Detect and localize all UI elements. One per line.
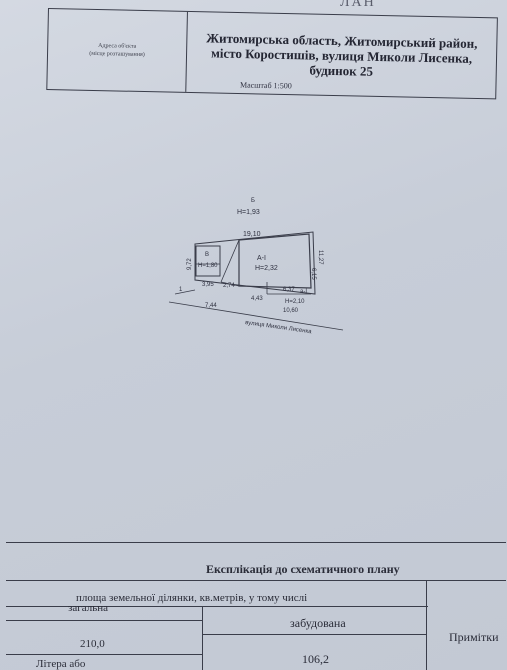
street-line-2 — [174, 289, 196, 295]
building-b-diagonal — [220, 239, 240, 283]
dim-top: 19,10 — [243, 231, 261, 238]
street-label: вулиця Миколи Лисенка — [245, 320, 313, 335]
expl-title: Експлікація до схематичного плану — [206, 562, 400, 576]
built-value: 106,2 — [302, 652, 329, 666]
label-b-height: Н=1,93 — [237, 209, 260, 216]
label-a1-small: а-І — [300, 289, 307, 295]
explication-table: Експлікація до схематичного плану площа … — [6, 540, 506, 670]
plot-boundary — [194, 231, 316, 295]
address-label-note: (місце розташування) — [89, 50, 145, 59]
col-notes-header: Примітки — [449, 630, 499, 644]
expl-line-5 — [202, 634, 426, 635]
label-b: Б — [251, 198, 255, 204]
expl-subtitle: площа земельної ділянки, кв.метрів, у то… — [76, 592, 308, 604]
total-value: 210,0 — [80, 638, 105, 650]
expl-top-border — [6, 542, 506, 543]
dim-right-b: 11,27 — [317, 250, 323, 265]
col-total-header: загальна — [68, 602, 108, 614]
dim-443: 4,43 — [251, 296, 263, 302]
header-strip: ЛАН — [340, 0, 376, 8]
building-b-base — [220, 281, 240, 287]
label-a1-height: Н=2,32 — [255, 265, 278, 272]
expl-col-divider — [202, 606, 203, 670]
dim-1060: 10,60 — [283, 308, 299, 314]
expl-line-6 — [6, 654, 202, 655]
label-v: В — [205, 252, 209, 258]
label-a1: А-І — [257, 255, 266, 262]
dim-right-a: 6,15 — [310, 268, 316, 280]
address-value-cell: Житомирська область, Житомирський район,… — [186, 12, 497, 98]
site-plan-diagram: Б Н=1,93 19,10 9,72 В Н=1,80 А-І Н=2,32 … — [168, 198, 344, 335]
label-v-height: Н=1,80 — [198, 263, 218, 269]
street-line-1 — [168, 301, 344, 331]
address-label-cell: Адреса об'єкта (місце розташування) — [47, 9, 188, 92]
expl-line-4 — [6, 620, 202, 621]
dim-left: 9,72 — [187, 258, 193, 270]
next-row-label: Літера або — [36, 658, 86, 670]
dim-274: 2,74 — [223, 283, 235, 289]
dim-637: 6,37 — [283, 287, 295, 293]
scale-label: Масштаб 1:500 — [239, 80, 292, 91]
address-line-3: будинок 25 — [309, 61, 374, 79]
col-built-header: забудована — [290, 616, 346, 630]
building-v — [195, 245, 221, 277]
dim-744: 7,44 — [205, 303, 217, 309]
label-a-height: Н=2,10 — [285, 299, 305, 305]
expl-line-2 — [6, 580, 506, 581]
building-a1 — [238, 233, 312, 289]
dim-395: 3,95 — [202, 282, 214, 288]
expl-line-3 — [6, 606, 428, 607]
expl-notes-divider — [426, 580, 427, 670]
dim-one: 1 — [179, 287, 183, 293]
